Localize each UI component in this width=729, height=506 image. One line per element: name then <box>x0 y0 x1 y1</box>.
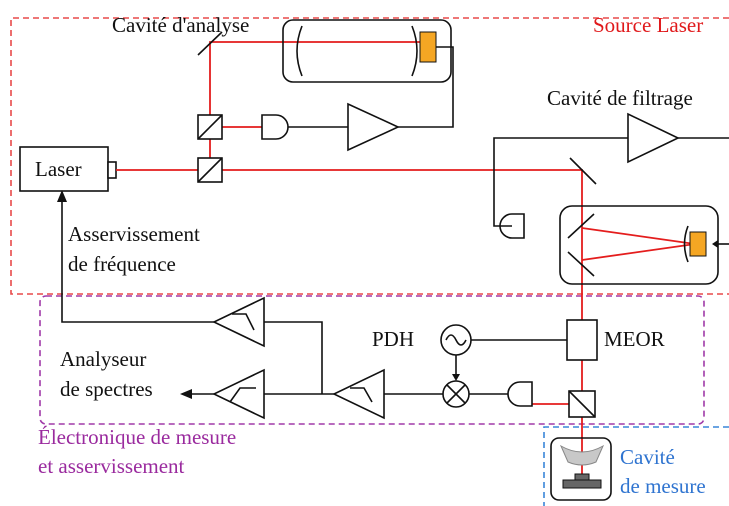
frequency-servo-label-line1: Asservissement <box>68 222 200 246</box>
lowpass-filter-spectrum <box>212 368 265 420</box>
photodiode-analysis <box>261 114 289 140</box>
amplifier-analysis <box>347 102 400 152</box>
beam-splitter-main <box>197 157 223 183</box>
filter-piezo <box>689 231 707 257</box>
fold-mirror-right <box>569 157 597 185</box>
servo-filter-bottom <box>332 368 385 420</box>
beam-splitter-measure <box>568 390 596 418</box>
pdh-oscillator <box>440 324 472 356</box>
measurement-cavity-label-line1: Cavité <box>620 445 675 469</box>
mixer <box>442 380 470 408</box>
electronics-label-line1: Électronique de mesure <box>38 425 236 449</box>
electronics-label-line2: et asservissement <box>38 454 185 478</box>
electronics-region <box>39 295 705 425</box>
measurement-cavity <box>550 437 612 501</box>
meor-modulator <box>566 319 598 361</box>
measurement-cavity-label-line2: de mesure <box>620 474 706 498</box>
arrow-to-spectrum-analyzer <box>180 389 192 399</box>
meor-label: MEOR <box>604 327 665 351</box>
analysis-piezo <box>419 31 437 63</box>
spectrum-analyzer-label-line2: de spectres <box>60 377 153 401</box>
source-laser-region <box>10 17 729 295</box>
pdh-label: PDH <box>372 327 414 351</box>
laser-label: Laser <box>35 157 82 181</box>
laser-box: Laser <box>19 146 117 192</box>
filter-cavity-label: Cavité de filtrage <box>547 86 693 110</box>
servo-filter-top <box>212 296 265 348</box>
measurement-region <box>543 426 729 506</box>
arrow-to-laser <box>57 190 67 202</box>
beam-splitter-analysis <box>197 114 223 140</box>
frequency-servo-label-line2: de fréquence <box>68 252 176 276</box>
analysis-cavity-label: Cavité d'analyse <box>112 13 249 37</box>
spectrum-analyzer-label-line1: Analyseur <box>60 347 146 371</box>
source-laser-label: Source Laser <box>593 13 703 37</box>
filter-cavity <box>559 205 719 285</box>
fold-mirror-top <box>197 31 223 56</box>
photodiode-pdh <box>507 381 533 407</box>
analysis-cavity <box>282 19 452 83</box>
amplifier-filter <box>627 112 680 164</box>
